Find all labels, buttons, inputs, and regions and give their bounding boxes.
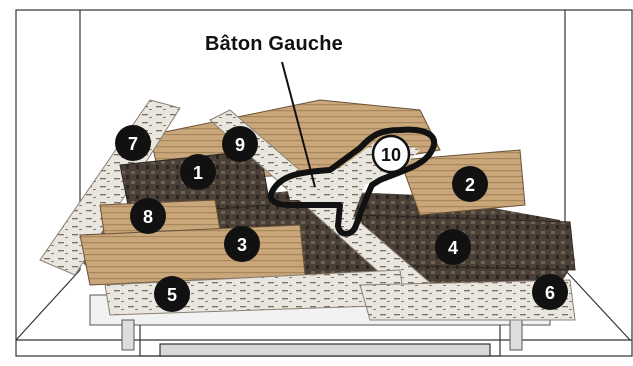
badge-number: 7 — [128, 134, 138, 154]
badge-8: 8 — [130, 198, 166, 234]
badge-4: 4 — [435, 229, 471, 265]
badge-number: 8 — [143, 207, 153, 227]
badge-number: 4 — [448, 238, 458, 258]
log-3 — [80, 225, 305, 285]
badge-9: 9 — [222, 126, 258, 162]
badge-2: 2 — [452, 166, 488, 202]
badge-number: 5 — [167, 285, 177, 305]
badge-3: 3 — [224, 226, 260, 262]
badge-5: 5 — [154, 276, 190, 312]
badge-number: 9 — [235, 135, 245, 155]
badge-number: 6 — [545, 283, 555, 303]
badge-10: 10 — [373, 136, 409, 172]
badge-1: 1 — [180, 154, 216, 190]
badge-7: 7 — [115, 125, 151, 161]
badge-number: 1 — [193, 163, 203, 183]
badge-number: 2 — [465, 175, 475, 195]
badge-number: 3 — [237, 235, 247, 255]
badge-number: 10 — [381, 145, 401, 165]
callout-label: Bâton Gauche — [205, 33, 343, 56]
badge-6: 6 — [532, 274, 568, 310]
